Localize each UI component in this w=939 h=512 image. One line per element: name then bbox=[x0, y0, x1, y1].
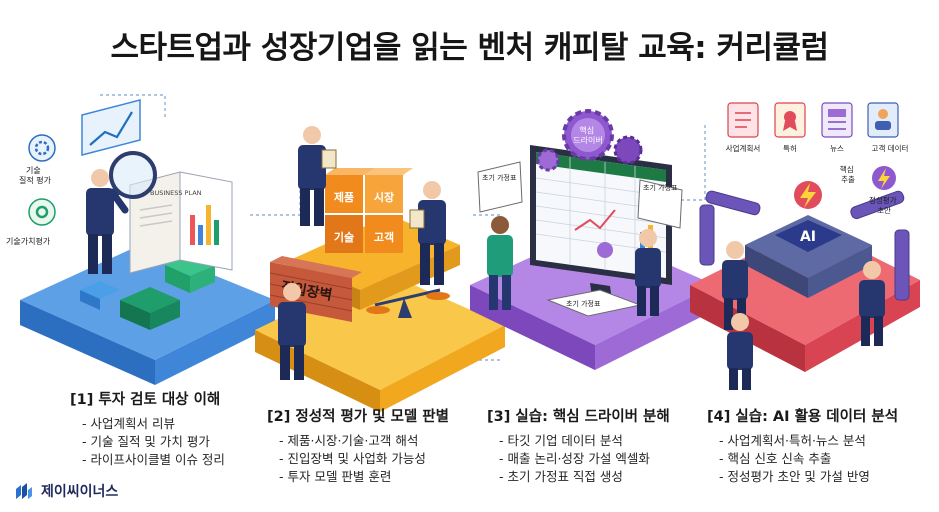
trend-chart-icon bbox=[81, 99, 141, 156]
module-2-item-3: - 투자 모델 판별 훈련 bbox=[279, 469, 392, 484]
assumption-right-label: 초기 가정표 bbox=[643, 183, 678, 192]
news-icon bbox=[821, 102, 853, 138]
analyst-figure-4b bbox=[859, 261, 885, 346]
module-1-item-1: - 사업계획서 리뷰 bbox=[82, 416, 175, 431]
page-title: 스타트업과 성장기업을 읽는 벤처 캐피탈 교육: 커리큘럼 bbox=[110, 30, 829, 66]
ribbon-icon bbox=[774, 102, 806, 138]
module-4-item-1: - 사업계획서·특허·뉴스 분석 bbox=[719, 433, 866, 448]
assumption-bottom-label: 초기 가정표 bbox=[566, 299, 601, 308]
module-4-item-3: - 정성평가 초안 및 가설 반영 bbox=[719, 469, 870, 484]
lightning-icon bbox=[872, 166, 896, 190]
investor-figure-1 bbox=[86, 169, 129, 274]
gear-icon bbox=[536, 109, 643, 172]
core-extract-label: 핵심 추출 bbox=[840, 164, 856, 184]
clipboard-icon bbox=[321, 149, 337, 169]
stage1-platform bbox=[20, 245, 275, 385]
module-4: [4] 실습: AI 활용 데이터 분석 - 사업계획서·특허·뉴스 분석 - … bbox=[707, 405, 898, 486]
analyst-figure-3a bbox=[487, 216, 513, 310]
module-1-item-2: - 기술 질적 및 가치 평가 bbox=[82, 434, 210, 449]
module-2-item-2: - 진입장벽 및 사업화 가능성 bbox=[279, 451, 426, 466]
module-4-title: [4] 실습: AI 활용 데이터 분석 bbox=[707, 409, 899, 425]
scale-icon bbox=[366, 288, 450, 318]
customer-data-label: 고객 데이터 bbox=[872, 143, 909, 153]
patent-label: 특허 bbox=[783, 144, 797, 153]
business-plan-book: BUSINESS PLAN bbox=[129, 171, 233, 274]
draft-line1: 정성평가 bbox=[869, 195, 897, 205]
investor-figure-2c bbox=[278, 283, 306, 380]
module-3-item-1: - 타깃 기업 데이터 분석 bbox=[499, 433, 623, 448]
customer-label: 고객 bbox=[374, 230, 394, 244]
business-plan-label: BUSINESS PLAN bbox=[150, 189, 202, 197]
tech-quality-line1: 기술 bbox=[26, 165, 41, 175]
module-2: [2] 정성적 평가 및 모델 판별 - 제품·시장·기술·고객 해석 - 진입… bbox=[267, 405, 449, 486]
module-3-title: [3] 실습: 핵심 드라이버 분해 bbox=[487, 409, 670, 425]
module-2-list: - 제품·시장·기술·고객 해석 - 진입장벽 및 사업화 가능성 - 투자 모… bbox=[267, 432, 449, 486]
draft-line2: 초안 bbox=[877, 205, 891, 215]
investor-figure-2b bbox=[409, 181, 446, 285]
assumption-left-label: 초기 가정표 bbox=[482, 173, 517, 182]
lightning-icon bbox=[794, 181, 822, 209]
shield-gear-icon bbox=[28, 198, 56, 226]
module-4-item-2: - 핵심 신호 신속 추출 bbox=[719, 451, 832, 466]
ai-chip-icon: AI bbox=[745, 215, 872, 298]
module-3-item-3: - 초기 가정표 직접 생성 bbox=[499, 469, 623, 484]
driver-line2: 드라이버 bbox=[573, 135, 602, 145]
category-cubes: 제품 시장 기술 고객 bbox=[325, 168, 413, 253]
market-label: 시장 bbox=[374, 190, 394, 204]
module-3-item-2: - 매출 논리·성장 가설 엑셀화 bbox=[499, 451, 650, 466]
module-1: [1] 투자 검토 대상 이해 - 사업계획서 리뷰 - 기술 질적 및 가치 … bbox=[70, 388, 225, 469]
analyst-figure-4c bbox=[727, 313, 753, 390]
ai-label: AI bbox=[800, 229, 816, 245]
driver-label: 핵심 드라이버 bbox=[573, 125, 602, 145]
tech-label: 기술 bbox=[334, 230, 354, 244]
module-2-title: [2] 정성적 평가 및 모델 판별 bbox=[267, 409, 449, 425]
analyst-figure-3b bbox=[635, 229, 661, 316]
module-3: [3] 실습: 핵심 드라이버 분해 - 타깃 기업 데이터 분석 - 매출 논… bbox=[487, 405, 670, 486]
module-1-title: [1] 투자 검토 대상 이해 bbox=[70, 392, 221, 408]
jc-logo-icon bbox=[16, 483, 32, 499]
bizplan-label: 사업계획서 bbox=[726, 143, 761, 153]
tech-quality-label: 기술 질적 평가 bbox=[19, 165, 52, 185]
news-label: 뉴스 bbox=[830, 144, 844, 153]
product-label: 제품 bbox=[334, 190, 354, 204]
draft-label: 정성평가 초안 bbox=[869, 195, 899, 215]
core-extract-line1: 핵심 bbox=[840, 164, 854, 174]
tech-value-label: 기술가치평가 bbox=[6, 236, 51, 246]
robot-arm-icon bbox=[699, 190, 910, 301]
assumption-sheet-right: 초기 가정표 bbox=[637, 179, 683, 229]
brand: 제이씨이너스 bbox=[14, 481, 118, 501]
gear-icon bbox=[28, 134, 56, 162]
module-2-item-1: - 제품·시장·기술·고객 해석 bbox=[279, 433, 419, 448]
module-1-item-3: - 라이프사이클별 이슈 정리 bbox=[82, 452, 225, 467]
investor-figure-2a bbox=[298, 126, 337, 226]
core-extract-line2: 추출 bbox=[841, 174, 855, 184]
module-3-list: - 타깃 기업 데이터 분석 - 매출 논리·성장 가설 엑셀화 - 초기 가정… bbox=[487, 432, 670, 486]
module-4-list: - 사업계획서·특허·뉴스 분석 - 핵심 신호 신속 추출 - 정성평가 초안… bbox=[707, 432, 898, 486]
user-icon bbox=[867, 102, 899, 138]
brand-name: 제이씨이너스 bbox=[41, 484, 119, 500]
driver-line1: 핵심 bbox=[579, 125, 594, 135]
module-1-list: - 사업계획서 리뷰 - 기술 질적 및 가치 평가 - 라이프사이클별 이슈 … bbox=[70, 415, 225, 469]
document-icon bbox=[727, 102, 759, 138]
assumption-sheet-left: 초기 가정표 bbox=[477, 161, 523, 213]
tech-quality-line2: 질적 평가 bbox=[19, 175, 52, 185]
